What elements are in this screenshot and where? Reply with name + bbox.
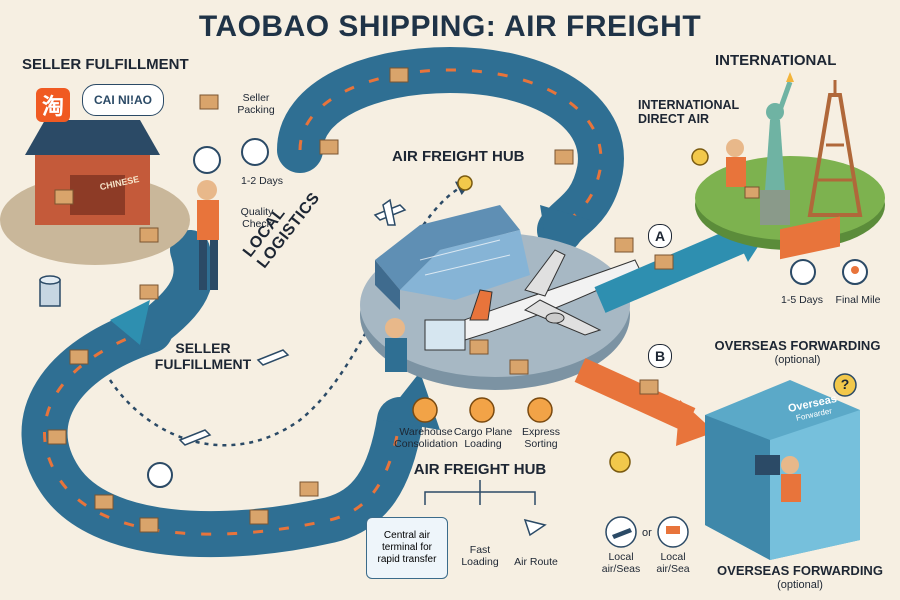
- taobao-logo: 淘: [36, 88, 70, 122]
- hub-building: [375, 205, 530, 310]
- plane-icon: [612, 528, 632, 539]
- worker-hub: [385, 318, 466, 372]
- small-plane-icons: [178, 198, 547, 537]
- international-heading: INTERNATIONAL: [715, 52, 837, 69]
- route-a-badge: A: [648, 224, 672, 248]
- seller-packing-label: Seller Packing: [237, 92, 275, 116]
- location-pin-icon: [842, 259, 868, 285]
- worker-international: [726, 139, 746, 187]
- question-mark-glyph: ?: [840, 376, 850, 392]
- international-direct-air-label: INTERNATIONAL DIRECT AIR: [638, 98, 740, 126]
- database-icon: [39, 275, 61, 307]
- air-route-label: Air Route: [514, 556, 558, 568]
- warehouse-consolidation-label: Warehouse Consolidation: [394, 426, 458, 450]
- cargo-plane: [449, 249, 641, 341]
- statue-of-liberty: [760, 72, 794, 225]
- clock-icons: [147, 138, 816, 488]
- or-label: or: [642, 527, 652, 539]
- air-freight-hub-label-bottom: AIR FREIGHT HUB: [413, 461, 547, 478]
- fast-loading-label: Fast Loading: [461, 544, 499, 568]
- local-air-seas-label: Local air/Seas: [601, 551, 641, 575]
- route-b-badge: B: [648, 344, 672, 368]
- hub-step-icons: [412, 397, 553, 423]
- overseas-forwarding-bottom-note: (optional): [777, 579, 823, 591]
- overseas-forwarding-bottom-heading: OVERSEAS FORWARDING: [717, 563, 883, 578]
- cainiao-logo-bubble: CAI NI!AO: [82, 84, 164, 116]
- seller-days-label: 1-2 Days: [240, 175, 283, 187]
- hub-callout-text: Central air terminal for rapid transfer: [377, 530, 437, 565]
- quality-check-label: Quality Check: [240, 206, 274, 230]
- parcel-boxes: [47, 67, 760, 533]
- international-days-label: 1-5 Days: [780, 294, 823, 306]
- air-freight-hub-label-top: AIR FREIGHT HUB: [392, 148, 525, 165]
- ship-icon: [666, 526, 680, 534]
- question-bubble-icon: [833, 373, 857, 397]
- eiffel-tower: [807, 80, 863, 217]
- local-air-sea-label: Local air/Sea: [656, 551, 690, 575]
- dollar-icons: [457, 148, 709, 473]
- final-mile-label: Final Mile: [835, 294, 881, 306]
- page-title: TAOBAO SHIPPING: AIR FREIGHT: [198, 10, 702, 43]
- overseas-forwarding-heading: OVERSEAS FORWARDING: [714, 338, 881, 353]
- cargo-plane-loading-label: Cargo Plane Loading: [453, 426, 513, 450]
- worker-overseas: [755, 455, 801, 502]
- express-sorting-label: Express Sorting: [522, 426, 560, 450]
- overseas-office: [705, 216, 860, 560]
- worker-seller: [197, 180, 219, 290]
- seller-fulfillment-path-label: SELLER FULFILLMENT: [154, 340, 252, 372]
- seller-fulfillment-heading: SELLER FULFILLMENT: [22, 56, 189, 73]
- hub-callout-box: Central air terminal for rapid transfer: [366, 517, 448, 579]
- overseas-forwarding-note: (optional): [774, 354, 821, 366]
